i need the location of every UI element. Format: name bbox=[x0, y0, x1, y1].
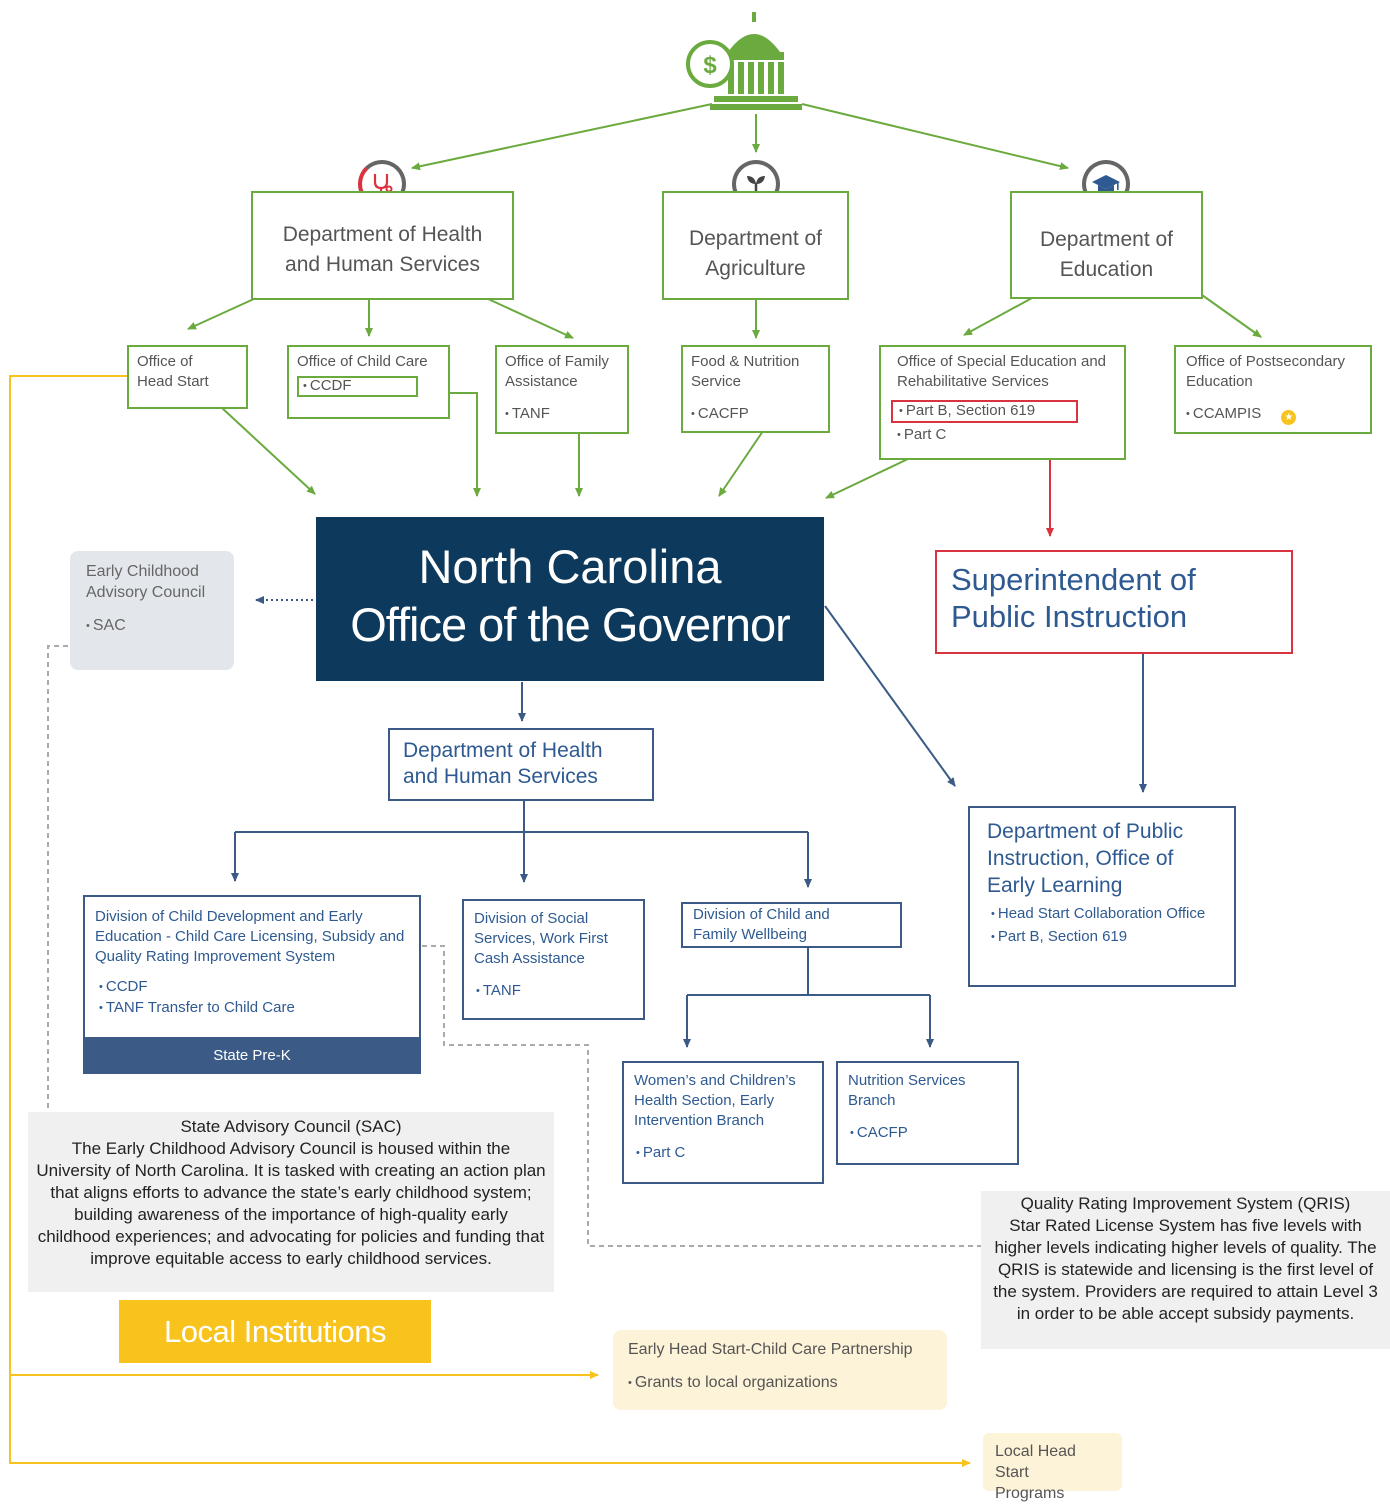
federal-agriculture-title: Department of Agriculture bbox=[688, 226, 823, 280]
dpi-part-b-item: Part B, Section 619 bbox=[987, 926, 1228, 949]
governor-line-1: North Carolina bbox=[418, 540, 722, 593]
superintendent-box: Superintendent of Public Instruction bbox=[935, 550, 1293, 654]
dcdee-title: Division of Child Development and Early … bbox=[95, 908, 405, 965]
state-hhs-title: Department of Health and Human Services bbox=[403, 739, 603, 788]
local-head-start-box: Local Head Start Programs bbox=[983, 1433, 1122, 1502]
svg-text:$: $ bbox=[703, 52, 717, 79]
food-nutrition-title: Food & Nutrition Service bbox=[691, 353, 800, 390]
state-hhs-box: Department of Health and Human Services bbox=[388, 728, 654, 801]
nutrition-services-box: Nutrition Services Branch CACFP bbox=[836, 1061, 1019, 1165]
federal-agriculture-box: Department of Agriculture bbox=[662, 191, 849, 300]
dcfw-title: Division of Child and Family Wellbeing bbox=[693, 906, 830, 943]
sac-note: State Advisory Council (SAC) The Early C… bbox=[28, 1112, 554, 1292]
office-family-assistance-title: Office of Family Assistance bbox=[505, 353, 609, 390]
office-head-start-title: Office of Head Start bbox=[137, 353, 209, 390]
ecac-box: Early Childhood Advisory Council SAC bbox=[70, 551, 234, 670]
office-family-assistance-box: Office of Family Assistance TANF bbox=[495, 345, 629, 434]
sac-note-title: State Advisory Council (SAC) bbox=[180, 1117, 402, 1136]
dss-tanf-item: TANF bbox=[474, 981, 633, 1002]
governor-line-2: Office of the Governor bbox=[350, 598, 791, 651]
qris-note: Quality Rating Improvement System (QRIS)… bbox=[981, 1191, 1390, 1349]
local-institutions-banner: Local Institutions bbox=[119, 1300, 431, 1363]
head-start-collab-item: Head Start Collaboration Office bbox=[987, 903, 1228, 926]
superintendent-title: Superintendent of Public Instruction bbox=[951, 562, 1196, 634]
dpi-title: Department of Public Instruction, Office… bbox=[987, 820, 1184, 897]
part-b-619-item: Part B, Section 619 bbox=[891, 400, 1078, 423]
local-head-start-title: Local Head Start Programs bbox=[995, 1443, 1076, 1502]
wch-part-c-item: Part C bbox=[634, 1143, 812, 1164]
federal-education-title: Department of Education bbox=[1039, 228, 1174, 281]
ehs-ccp-title: Early Head Start-Child Care Partnership bbox=[628, 1341, 913, 1358]
food-nutrition-box: Food & Nutrition Service CACFP bbox=[681, 345, 830, 433]
wch-title: Women’s and Children’s Health Section, E… bbox=[634, 1072, 796, 1129]
dss-box: Division of Social Services, Work First … bbox=[462, 899, 645, 1020]
dcfw-box: Division of Child and Family Wellbeing bbox=[681, 902, 902, 948]
federal-hhs-title: Department of Health and Human Services bbox=[282, 222, 483, 276]
dcdee-box: Division of Child Development and Early … bbox=[83, 895, 421, 1074]
state-pre-k-bar: State Pre-K bbox=[83, 1037, 421, 1074]
office-special-education-box: Office of Special Education and Rehabili… bbox=[879, 345, 1126, 460]
nutrition-cacfp-item: CACFP bbox=[848, 1123, 1007, 1144]
office-postsecondary-title: Office of Postsecondary Education bbox=[1186, 353, 1345, 390]
qris-note-title: Quality Rating Improvement System (QRIS) bbox=[1020, 1194, 1351, 1213]
office-postsecondary-box: Office of Postsecondary Education CCAMPI… bbox=[1174, 345, 1372, 434]
governor-office-box: North Carolina Office of the Governor bbox=[316, 517, 824, 681]
dcdee-tanf-transfer-item: TANF Transfer to Child Care bbox=[95, 998, 409, 1019]
dcdee-ccdf-item: CCDF bbox=[95, 977, 409, 998]
part-c-item: Part C bbox=[897, 425, 1116, 446]
dpi-office-early-learning-box: Department of Public Instruction, Office… bbox=[968, 806, 1236, 987]
ccampis-item: CCAMPIS bbox=[1186, 404, 1261, 425]
sac-item: SAC bbox=[86, 615, 218, 638]
ehs-ccp-box: Early Head Start-Child Care Partnership … bbox=[613, 1330, 947, 1410]
office-head-start-box: Office of Head Start bbox=[127, 345, 248, 409]
tanf-item: TANF bbox=[505, 404, 619, 425]
capitol-dollar-icon: $ bbox=[684, 12, 804, 112]
office-child-care-box: Office of Child Care CCDF bbox=[287, 345, 450, 419]
grants-item: Grants to local organizations bbox=[628, 1373, 932, 1394]
star-icon: ★ bbox=[1281, 410, 1297, 425]
nutrition-title: Nutrition Services Branch bbox=[848, 1072, 966, 1109]
ecac-title: Early Childhood Advisory Council bbox=[86, 563, 206, 601]
local-institutions-title: Local Institutions bbox=[164, 1314, 386, 1349]
cacfp-item: CACFP bbox=[691, 404, 820, 425]
federal-hhs-box: Department of Health and Human Services bbox=[251, 191, 514, 300]
sac-note-body: The Early Childhood Advisory Council is … bbox=[36, 1139, 546, 1268]
federal-education-box: Department of Education bbox=[1010, 191, 1203, 299]
office-child-care-title: Office of Child Care bbox=[297, 353, 428, 370]
wch-box: Women’s and Children’s Health Section, E… bbox=[622, 1061, 824, 1184]
office-special-education-title: Office of Special Education and Rehabili… bbox=[897, 353, 1107, 390]
qris-note-body: Star Rated License System has five level… bbox=[993, 1216, 1378, 1323]
dss-title: Division of Social Services, Work First … bbox=[474, 910, 608, 967]
ccdf-item: CCDF bbox=[297, 376, 418, 397]
